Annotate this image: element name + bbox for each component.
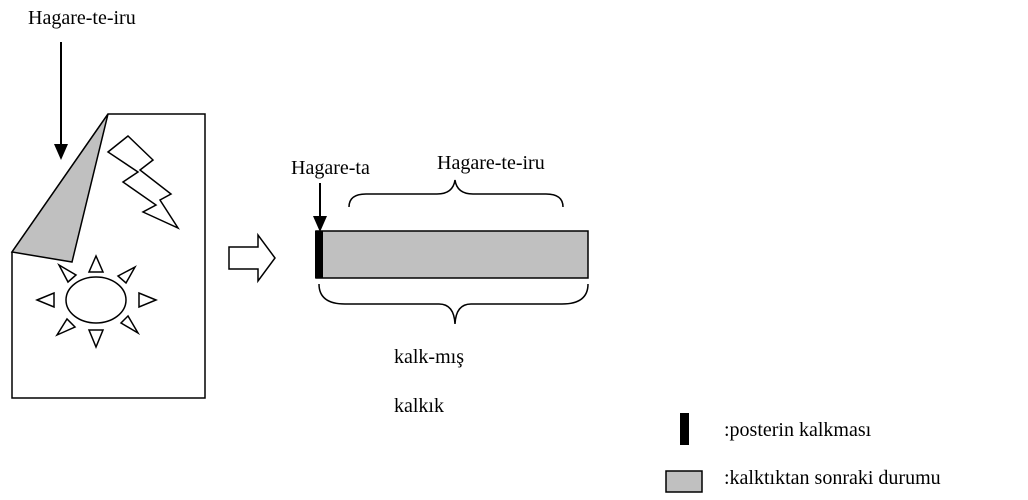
poster-icon [10, 113, 206, 399]
legend-gray-box [665, 470, 703, 493]
peel-point-arrow [313, 183, 327, 232]
peeled-corner [10, 113, 109, 263]
sun-icon [35, 254, 158, 349]
legend-gray-box-label: :kalktıktan sonraki durumu [724, 467, 941, 489]
legend-black-bar [680, 413, 689, 445]
lightning-icon [106, 135, 181, 230]
whole-span-label-1: kalk-mış [394, 346, 464, 368]
peeled-span-label: Hagare-te-iru [437, 152, 545, 174]
poster-top-label: Hagare-te-iru [28, 7, 136, 29]
peeled-state-bar [315, 230, 589, 279]
legend-black-bar-label: :posterin kalkması [724, 419, 872, 441]
down-arrow-icon [54, 42, 68, 160]
peel-event-mark [315, 231, 323, 278]
peeled-span-brace [348, 179, 564, 208]
whole-span-label-2: kalkık [394, 395, 444, 417]
whole-span-brace [318, 283, 589, 325]
right-arrow-icon [228, 232, 276, 284]
peel-point-label: Hagare-ta [291, 157, 370, 179]
